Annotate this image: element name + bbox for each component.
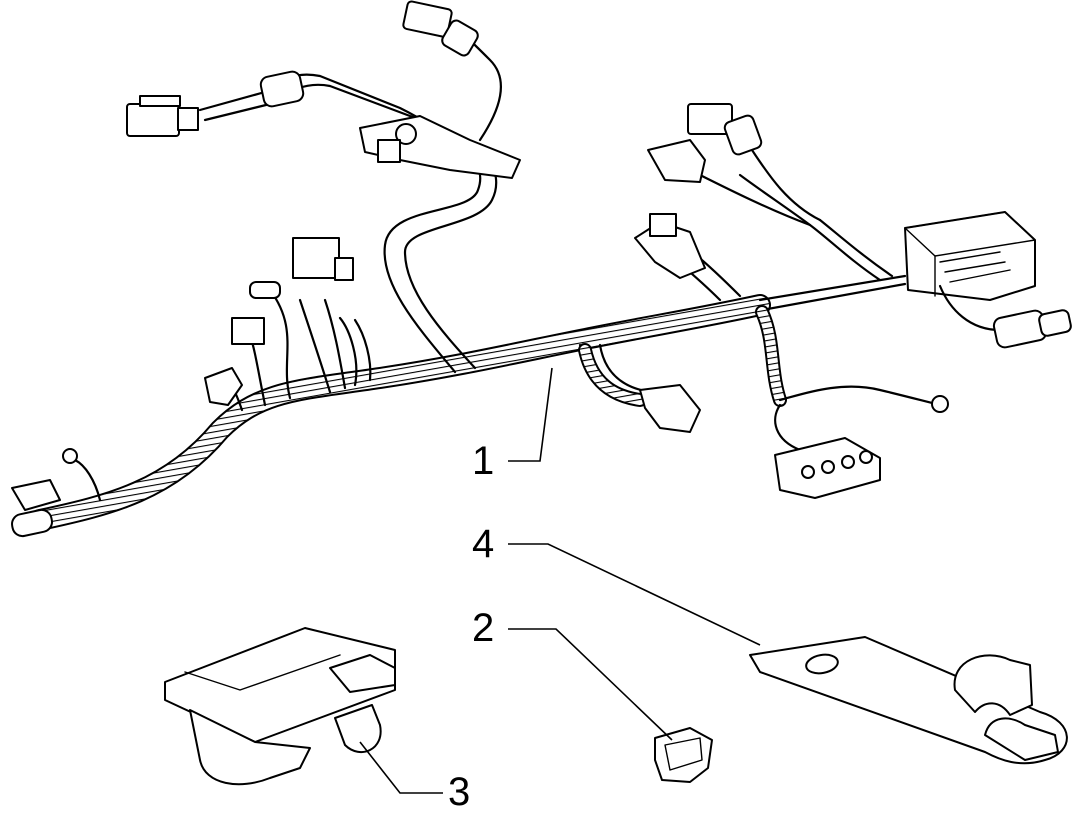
callout-1: 1	[472, 439, 495, 483]
leader-4	[508, 543, 761, 646]
callout-3: 3	[448, 770, 471, 814]
leader-2	[508, 628, 673, 741]
callout-4: 4	[472, 522, 495, 566]
leader-3	[359, 741, 443, 794]
wiring-harness	[11, 0, 1072, 538]
holder-part-3	[164, 627, 396, 786]
connector-top-left	[126, 103, 180, 137]
connector-far-left	[11, 479, 61, 511]
relay-left	[292, 237, 340, 279]
callout-2: 2	[472, 606, 495, 650]
connector-top	[402, 0, 453, 38]
leader-lines	[359, 367, 761, 794]
leader-1	[508, 367, 553, 462]
clip-part-2	[654, 727, 713, 783]
connector-small-left	[231, 317, 265, 345]
bracket-part-4	[749, 636, 1068, 765]
connector-top-right	[687, 103, 733, 135]
sensor-center	[639, 384, 701, 433]
